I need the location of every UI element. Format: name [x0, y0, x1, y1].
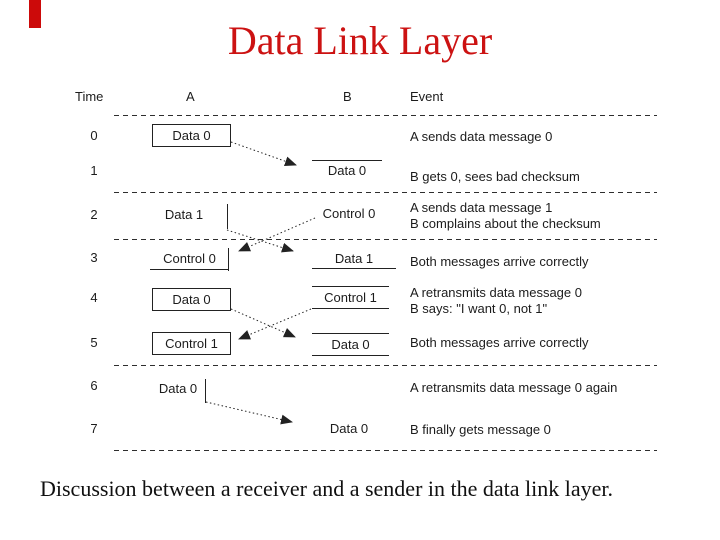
time-label-5: 5: [90, 335, 98, 350]
column-header-a: A: [186, 89, 195, 104]
message-tick-a-t3: [228, 248, 229, 271]
event-text-line: B says: "I want 0, not 1": [410, 301, 548, 316]
message-label-b-control0: Control 0: [322, 206, 376, 221]
slide-accent-mark: [29, 0, 41, 28]
timeline-separator: [114, 192, 657, 193]
event-text-line: B complains about the checksum: [410, 216, 601, 231]
message-label-b-control1: Control 1: [312, 286, 389, 309]
message-label-b-data1: Data 1: [312, 251, 396, 269]
event-text-line: A sends data message 1: [410, 200, 553, 215]
time-label-2: 2: [90, 207, 98, 222]
event-text-t3: Both messages arrive correctly: [410, 254, 589, 269]
event-text-t1: B gets 0, sees bad checksum: [410, 169, 580, 184]
message-label-b-data0-arrive: Data 0: [312, 333, 389, 356]
message-box-a-data0: Data 0: [152, 124, 231, 147]
arrow-b4-to-a5: [238, 308, 312, 340]
timeline-separator: [114, 239, 657, 240]
time-label-7: 7: [90, 421, 98, 436]
message-label-b-data0-final: Data 0: [329, 421, 369, 436]
message-tick-a-t2: [227, 204, 228, 229]
message-label-a-data0-again: Data 0: [158, 381, 198, 396]
event-text-t0: A sends data message 0: [410, 129, 553, 144]
message-tick-a-t6: [205, 379, 206, 403]
message-label-a-data1: Data 1: [164, 207, 204, 222]
time-label-4: 4: [90, 290, 98, 305]
time-label-1: 1: [90, 163, 98, 178]
event-text-t2: A sends data message 1 B complains about…: [410, 200, 601, 232]
arrow-a6-to-b7: [205, 401, 293, 425]
message-box-a-control1: Control 1: [152, 332, 231, 355]
message-label-a-control0: Control 0: [150, 251, 229, 270]
event-text-t7: B finally gets message 0: [410, 422, 551, 437]
time-label-6: 6: [90, 378, 98, 393]
arrow-a4-to-b5: [230, 308, 296, 338]
column-header-b: B: [343, 89, 352, 104]
slide-caption: Discussion between a receiver and a send…: [40, 476, 613, 501]
arrow-a2-to-b3: [226, 229, 294, 253]
timeline-separator: [114, 365, 657, 366]
message-label-b-data0: Data 0: [312, 160, 382, 178]
event-text-line: A retransmits data message 0: [410, 285, 582, 300]
arrow-b2-to-a3: [238, 217, 316, 252]
column-header-event: Event: [410, 89, 444, 104]
time-label-0: 0: [90, 128, 98, 143]
message-box-a-data0-retry: Data 0: [152, 288, 231, 311]
event-text-t5: Both messages arrive correctly: [410, 335, 589, 350]
timeline-separator: [114, 115, 657, 116]
timeline-separator: [114, 450, 657, 451]
event-text-t6: A retransmits data message 0 again: [410, 380, 618, 395]
column-header-time: Time: [75, 89, 104, 104]
time-label-3: 3: [90, 250, 98, 265]
arrow-a0-to-b1: [230, 141, 297, 167]
slide-title: Data Link Layer: [227, 18, 493, 63]
event-text-t4: A retransmits data message 0 B says: "I …: [410, 285, 582, 317]
